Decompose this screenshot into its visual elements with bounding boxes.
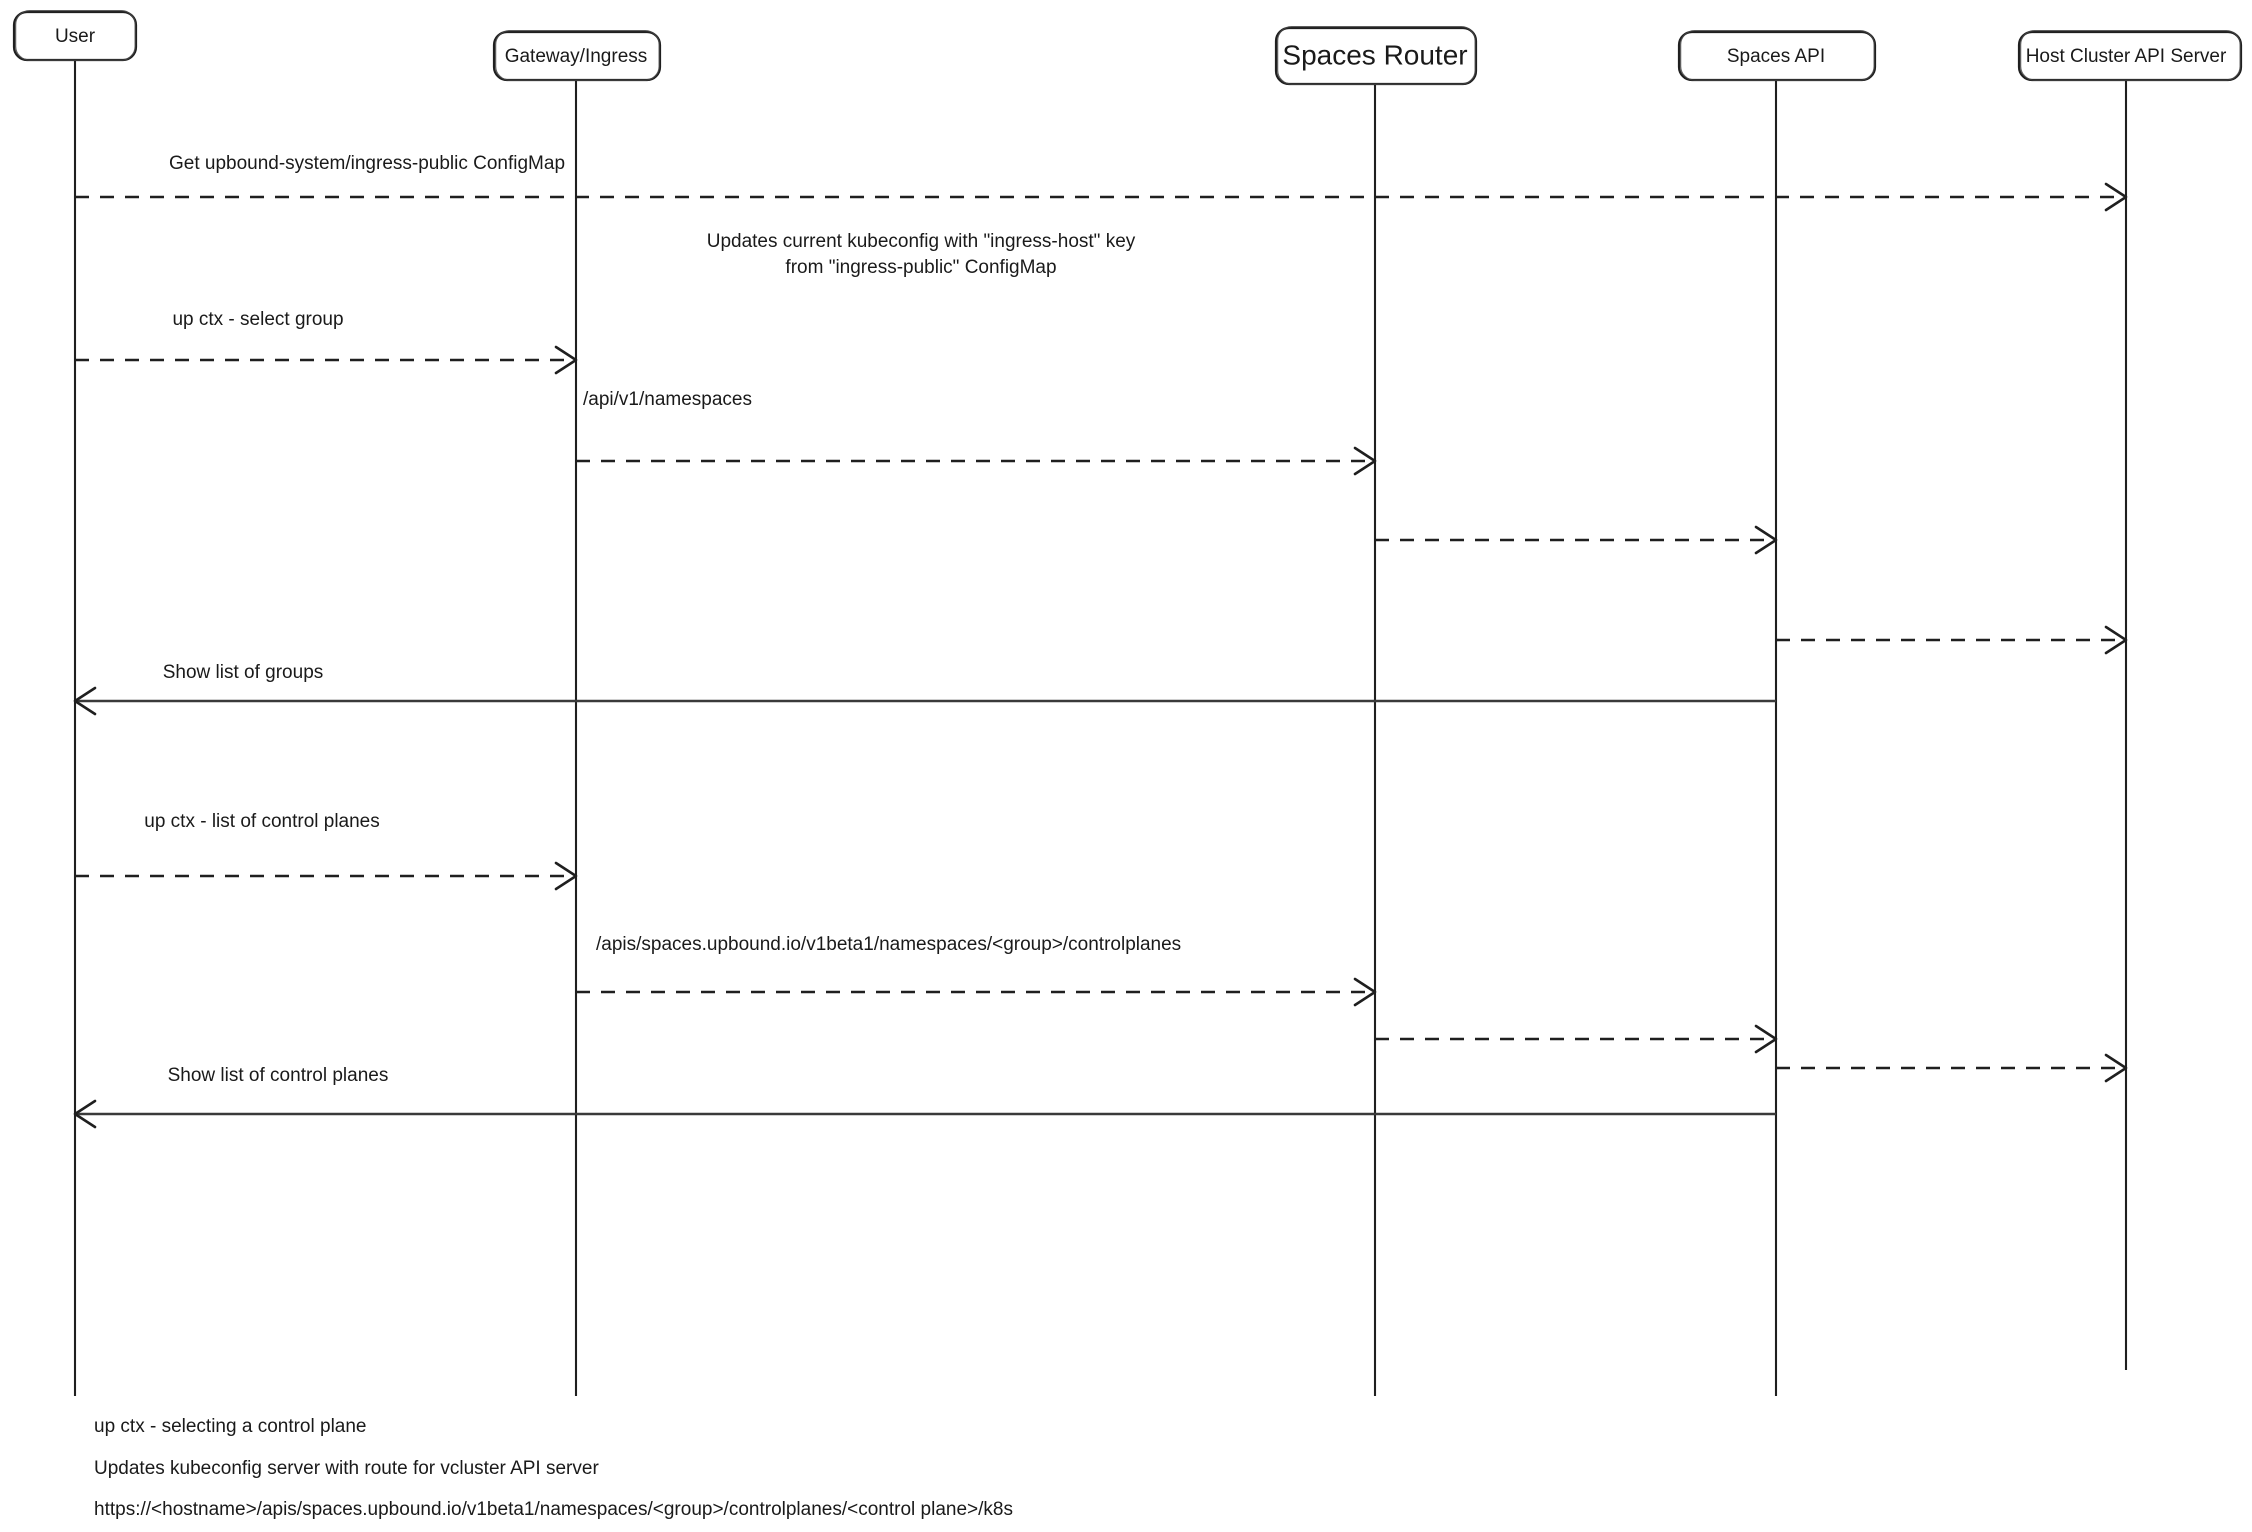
arrowhead-icon bbox=[1754, 525, 1778, 555]
participant-label: Gateway/Ingress bbox=[505, 46, 648, 67]
message-m3: up ctx - select group bbox=[75, 309, 578, 375]
message-label: Show list of groups bbox=[163, 662, 324, 683]
participant-router[interactable]: Spaces Router bbox=[1274, 25, 1478, 86]
message-note-line: from "ingress-public" ConfigMap bbox=[785, 257, 1056, 278]
footer-note-n2: Updates kubeconfig server with route for… bbox=[94, 1458, 599, 1479]
arrowhead-icon bbox=[554, 345, 578, 375]
arrowhead-icon bbox=[2104, 182, 2128, 212]
message-m5 bbox=[1375, 525, 1778, 555]
message-m11 bbox=[1776, 1053, 2128, 1083]
message-label: up ctx - select group bbox=[172, 309, 343, 330]
participant-label: User bbox=[55, 26, 96, 47]
arrowhead-icon bbox=[73, 1099, 97, 1129]
message-label: up ctx - list of control planes bbox=[144, 811, 380, 832]
messages-group: Get upbound-system/ingress-public Config… bbox=[73, 153, 2128, 1129]
participant-label: Spaces Router bbox=[1282, 39, 1467, 70]
participant-spaces_api[interactable]: Spaces API bbox=[1677, 29, 1877, 82]
lifelines-group bbox=[73, 60, 2128, 1396]
message-m8: up ctx - list of control planes bbox=[75, 811, 578, 891]
arrowhead-icon bbox=[73, 686, 97, 716]
arrowhead-icon bbox=[2104, 625, 2128, 655]
participant-label: Host Cluster API Server bbox=[2026, 46, 2227, 67]
notes-group: up ctx - selecting a control planeUpdate… bbox=[94, 1416, 1013, 1520]
message-m1: Get upbound-system/ingress-public Config… bbox=[75, 153, 2128, 212]
message-note-line: Updates current kubeconfig with "ingress… bbox=[707, 231, 1136, 252]
participant-gateway[interactable]: Gateway/Ingress bbox=[492, 29, 662, 82]
message-m7: Show list of groups bbox=[73, 662, 1776, 716]
message-label: Show list of control planes bbox=[168, 1065, 389, 1086]
participant-label: Spaces API bbox=[1727, 46, 1825, 67]
message-label: Get upbound-system/ingress-public Config… bbox=[169, 153, 565, 174]
arrowhead-icon bbox=[1353, 446, 1377, 476]
message-m2: Updates current kubeconfig with "ingress… bbox=[707, 231, 1136, 278]
footer-note-n1: up ctx - selecting a control plane bbox=[94, 1416, 367, 1437]
footer-note-n3: https://<hostname>/apis/spaces.upbound.i… bbox=[94, 1499, 1013, 1520]
arrowhead-icon bbox=[554, 861, 578, 891]
arrowhead-icon bbox=[1754, 1024, 1778, 1054]
message-m9: /apis/spaces.upbound.io/v1beta1/namespac… bbox=[576, 934, 1377, 1007]
arrowhead-icon bbox=[2104, 1053, 2128, 1083]
message-label: /api/v1/namespaces bbox=[583, 389, 752, 410]
message-m12: Show list of control planes bbox=[73, 1065, 1776, 1129]
participant-host_api[interactable]: Host Cluster API Server bbox=[2017, 29, 2243, 82]
message-m10 bbox=[1375, 1024, 1778, 1054]
arrowhead-icon bbox=[1353, 977, 1377, 1007]
message-m6 bbox=[1776, 625, 2128, 655]
message-m4: /api/v1/namespaces bbox=[576, 389, 1377, 476]
participant-user[interactable]: User bbox=[12, 9, 138, 62]
message-label: /apis/spaces.upbound.io/v1beta1/namespac… bbox=[596, 934, 1181, 955]
